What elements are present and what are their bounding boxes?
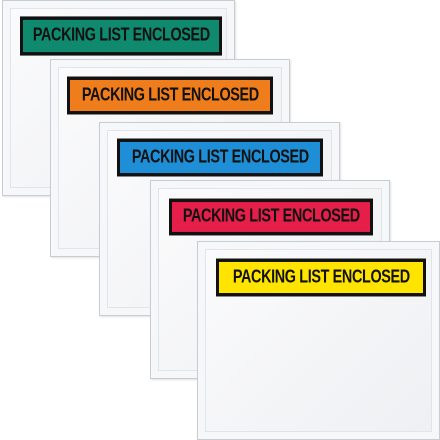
packing-list-label-yellow: PACKING LIST ENCLOSED xyxy=(216,258,426,297)
packing-list-envelope-yellow: PACKING LIST ENCLOSED xyxy=(197,241,440,440)
label-text: PACKING LIST ENCLOSED xyxy=(131,147,309,167)
packing-list-label-orange: PACKING LIST ENCLOSED xyxy=(67,76,273,115)
packing-list-envelope-green: PACKING LIST ENCLOSED xyxy=(2,0,235,196)
label-text: PACKING LIST ENCLOSED xyxy=(81,85,259,105)
packing-list-label-red: PACKING LIST ENCLOSED xyxy=(169,198,373,236)
label-text: PACKING LIST ENCLOSED xyxy=(32,25,210,46)
label-text: PACKING LIST ENCLOSED xyxy=(232,267,410,287)
label-text: PACKING LIST ENCLOSED xyxy=(182,206,360,227)
packing-list-label-blue: PACKING LIST ENCLOSED xyxy=(117,138,323,177)
packing-list-label-green: PACKING LIST ENCLOSED xyxy=(20,16,222,56)
